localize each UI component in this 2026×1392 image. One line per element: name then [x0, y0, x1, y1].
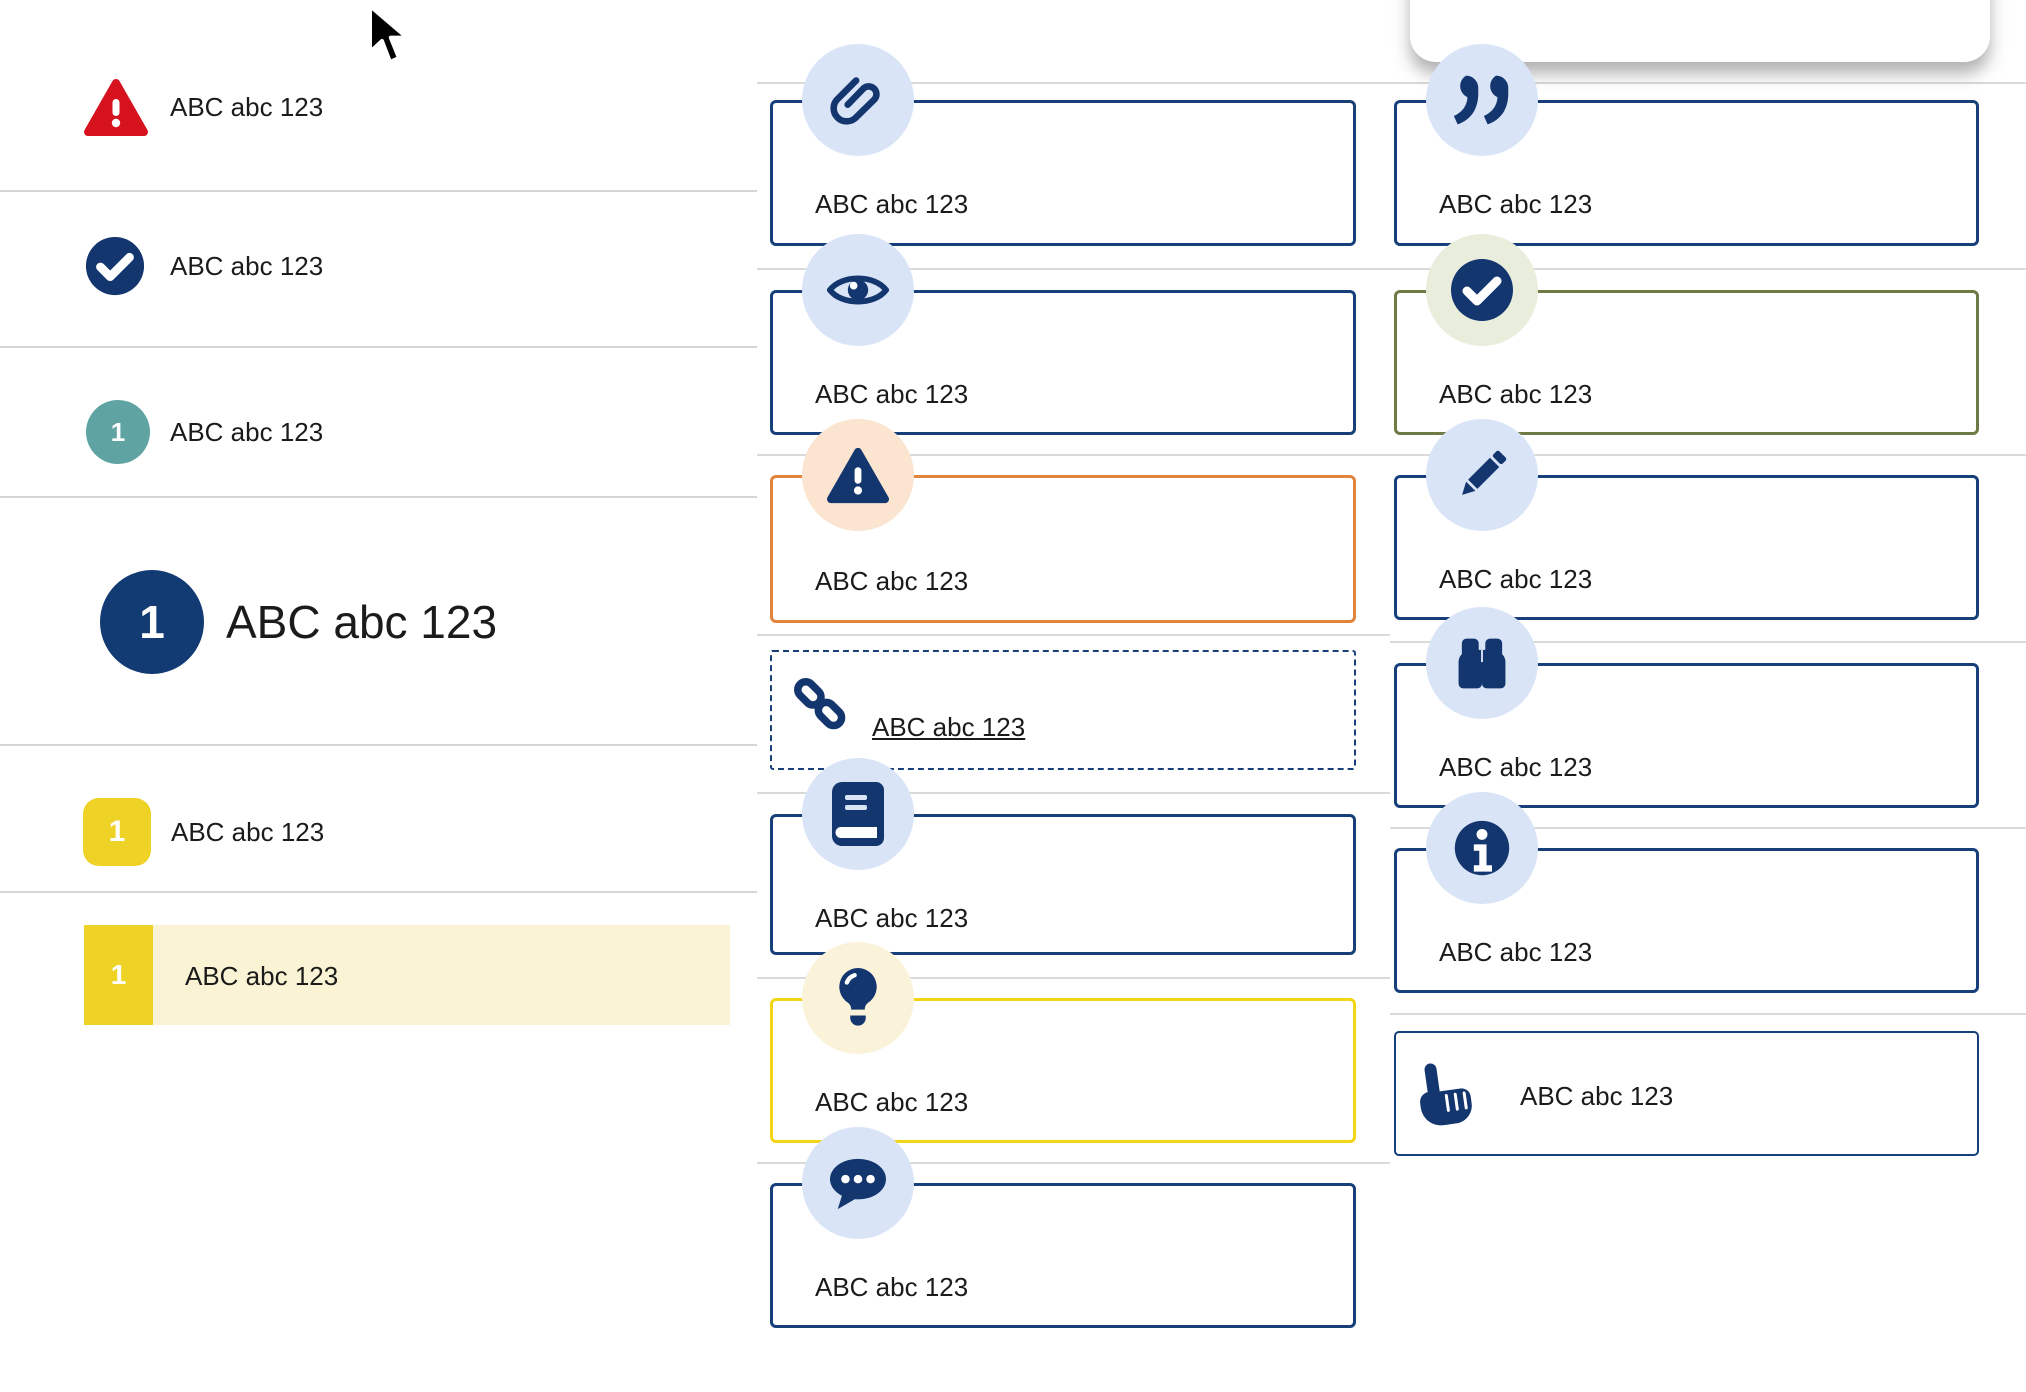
chat-icon: [827, 1155, 889, 1211]
list-item-success: ABC abc 123: [84, 235, 323, 297]
callout-label: ABC abc 123: [1520, 1081, 1674, 1111]
paperclip-badge: [802, 44, 914, 156]
warning-triangle-icon: [827, 446, 889, 504]
row-separator: [757, 268, 2026, 270]
quote-badge: [1426, 44, 1538, 156]
row-separator: [1390, 827, 2026, 829]
row-separator: [757, 977, 1390, 979]
highlight-row: [153, 925, 730, 1025]
check-badge: [1426, 234, 1538, 346]
warning-triangle-icon: [84, 77, 148, 137]
step-badge: 1: [100, 570, 204, 674]
list-divider: [0, 190, 757, 192]
row-separator: [757, 1162, 1390, 1164]
list-item-label: ABC abc 123: [170, 92, 324, 122]
eye-badge: [802, 234, 914, 346]
info-badge: [1426, 792, 1538, 904]
chat-badge: [802, 1127, 914, 1239]
callout-label: ABC abc 123: [1439, 752, 1593, 782]
list-item-label: ABC abc 123: [170, 251, 324, 281]
row-separator: [757, 82, 2026, 84]
list-divider: [0, 496, 757, 498]
binoculars-icon: [1452, 636, 1512, 690]
binoculars-badge: [1426, 607, 1538, 719]
hand-pointer-icon: [1418, 1059, 1482, 1127]
quote-icon: [1452, 73, 1512, 127]
callout-box-link[interactable]: ABC abc 123: [770, 650, 1356, 770]
row-separator: [757, 634, 1390, 636]
warning-badge: [802, 419, 914, 531]
list-item-label: ABC abc 123: [185, 961, 339, 991]
callout-label: ABC abc 123: [1439, 564, 1593, 594]
list-item-yellow-step-highlighted[interactable]: 1 ABC abc 123: [84, 925, 730, 1025]
step-marker: 1: [84, 925, 153, 1025]
step-number: 1: [110, 416, 126, 447]
list-item-label: ABC abc 123: [170, 417, 324, 447]
step-badge: 1: [86, 400, 150, 464]
list-item-error: ABC abc 123: [84, 74, 323, 140]
callout-label: ABC abc 123: [815, 903, 969, 933]
book-icon: [832, 782, 884, 846]
info-icon: [1453, 819, 1511, 877]
check-circle-icon: [84, 235, 146, 297]
row-separator: [1390, 641, 2026, 643]
list-item-primary-step-large: 1 ABC abc 123: [100, 570, 497, 674]
list-divider: [0, 346, 757, 348]
step-number: 1: [108, 815, 126, 848]
arrow-cursor-icon: [366, 4, 420, 74]
callout-label: ABC abc 123: [815, 189, 969, 219]
callout-label: ABC abc 123: [1439, 937, 1593, 967]
list-divider: [0, 891, 757, 893]
row-separator: [757, 454, 2026, 456]
callout-box-action[interactable]: ABC abc 123: [1394, 1031, 1979, 1156]
step-number: 1: [110, 959, 127, 990]
callout-label: ABC abc 123: [1439, 379, 1593, 409]
list-item-label: ABC abc 123: [226, 596, 498, 648]
callout-label: ABC abc 123: [1439, 189, 1593, 219]
step-number: 1: [139, 596, 165, 648]
link-icon: [790, 670, 850, 738]
list-item-label: ABC abc 123: [171, 817, 325, 847]
pencil-icon: [1452, 445, 1512, 505]
lightbulb-badge: [802, 942, 914, 1054]
list-item-yellow-step: 1 ABC abc 123: [83, 798, 324, 866]
check-circle-icon: [1450, 258, 1514, 322]
callout-label: ABC abc 123: [815, 379, 969, 409]
book-badge: [802, 758, 914, 870]
pencil-badge: [1426, 419, 1538, 531]
callout-label: ABC abc 123: [815, 1272, 969, 1302]
callout-label: ABC abc 123: [815, 1087, 969, 1117]
paperclip-icon: [828, 70, 888, 130]
callout-label: ABC abc 123: [815, 566, 969, 596]
row-separator: [1390, 1013, 2026, 1015]
step-badge: 1: [83, 798, 151, 866]
lightbulb-icon: [834, 967, 882, 1029]
list-divider: [0, 744, 757, 746]
link-label[interactable]: ABC abc 123: [872, 712, 1026, 742]
eye-icon: [827, 269, 889, 311]
list-item-teal-step: 1 ABC abc 123: [86, 400, 323, 464]
row-separator: [757, 792, 1390, 794]
